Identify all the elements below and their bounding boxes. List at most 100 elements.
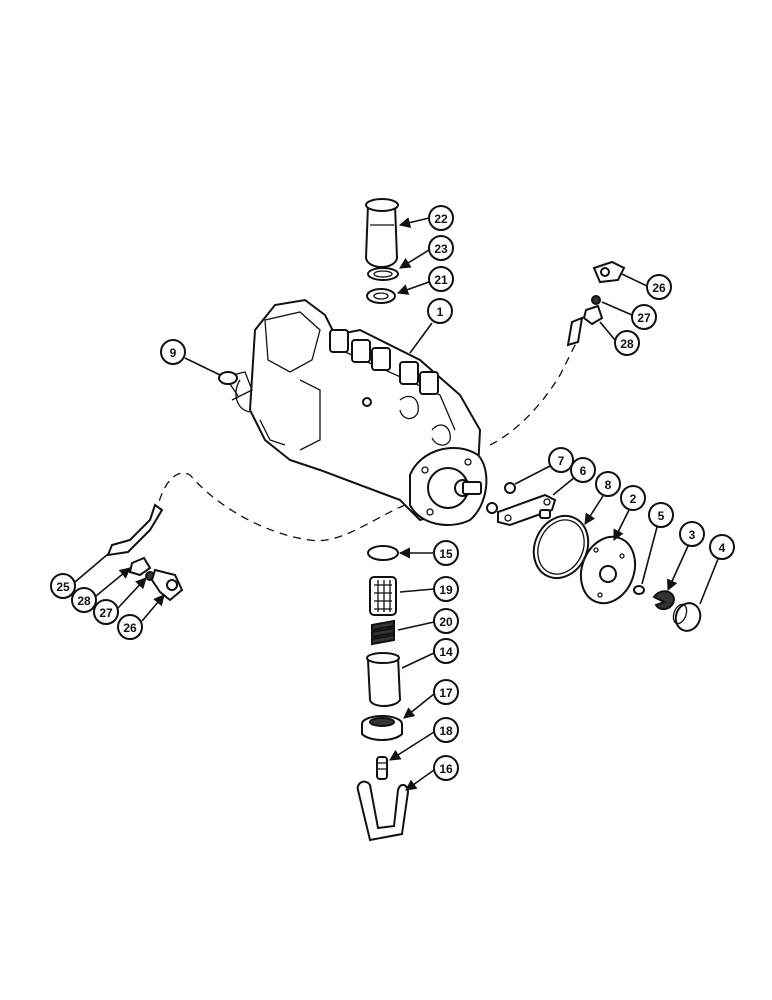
callout-26-a20: 26 <box>646 274 672 300</box>
leader-line-27-a21 <box>601 301 633 316</box>
washer-part-21 <box>366 288 396 304</box>
callout-circle <box>646 274 672 300</box>
leader-line-7-a6 <box>514 465 551 485</box>
callout-label: 4 <box>719 541 726 555</box>
callout-circle <box>428 235 454 261</box>
seal-ring-part-23 <box>367 267 399 281</box>
callout-circle <box>631 304 657 330</box>
callout-26-b3: 26 <box>117 614 143 640</box>
nut-part-7 <box>504 482 516 494</box>
filter-screen-part-19 <box>369 576 397 616</box>
callout-7-a6: 7 <box>548 447 574 473</box>
pump-flange <box>409 446 488 526</box>
callout-label: 27 <box>99 606 113 620</box>
callout-circle <box>117 614 143 640</box>
callout-label: 3 <box>689 528 696 542</box>
callout-8-a7: 8 <box>595 471 621 497</box>
callout-4-a3: 4 <box>709 534 735 560</box>
callout-circle <box>428 266 454 292</box>
leader-line-1-a0 <box>409 322 433 354</box>
callout-circle <box>679 521 705 547</box>
callout-circle <box>620 485 646 511</box>
leader-line-26-b3 <box>141 594 165 622</box>
pin-part-18 <box>376 756 388 780</box>
leader-line-14-a9 <box>401 652 435 669</box>
callout-label: 6 <box>580 464 587 478</box>
cover-plate-part-2 <box>579 535 637 605</box>
leader-line-28-b1 <box>95 567 131 597</box>
callout-circle <box>433 608 459 634</box>
callout-circle <box>160 339 186 365</box>
callout-label: 27 <box>637 311 651 325</box>
leader-line-8-a7 <box>584 495 604 525</box>
callout-circle <box>570 457 596 483</box>
callout-circle <box>433 755 459 781</box>
callout-25-b0: 25 <box>50 573 76 599</box>
callout-circle <box>433 540 459 566</box>
callout-bubbles: 1234567891415161718192021222326272825282… <box>50 205 735 781</box>
leader-line-21-a16 <box>396 281 430 295</box>
callout-label: 9 <box>170 346 177 360</box>
leader-line-25-b0 <box>74 553 109 583</box>
callout-label: 28 <box>77 594 91 608</box>
callout-16-a11: 16 <box>433 755 459 781</box>
callout-27-b2: 27 <box>93 599 119 625</box>
callout-label: 8 <box>605 478 612 492</box>
leader-line-19-a14 <box>399 588 435 593</box>
cap-part-4 <box>672 602 702 632</box>
callout-circle <box>433 717 459 743</box>
callout-9-a8: 9 <box>160 339 186 365</box>
callout-5-a4: 5 <box>648 502 674 528</box>
leader-line-26-a20 <box>621 273 648 287</box>
leader-line-9-a8 <box>184 357 221 376</box>
callout-circle <box>50 573 76 599</box>
leader-line-4-a3 <box>699 558 719 605</box>
callout-label: 1 <box>437 305 444 319</box>
callout-label: 26 <box>123 621 137 635</box>
callout-20-a15: 20 <box>433 608 459 634</box>
callout-label: 25 <box>56 580 70 594</box>
callout-label: 17 <box>439 686 453 700</box>
callout-circle <box>93 599 119 625</box>
filter-cap-part-22 <box>364 198 399 268</box>
leader-line-3-a2 <box>667 545 689 592</box>
callout-14-a9: 14 <box>433 638 459 664</box>
callout-label: 22 <box>434 212 448 226</box>
leader-line-16-a11 <box>405 769 435 791</box>
leader-line-23-a18 <box>399 249 430 269</box>
callout-23-a18: 23 <box>428 235 454 261</box>
leader-line-27-b2 <box>117 577 147 609</box>
callout-circle <box>614 330 640 356</box>
callout-label: 7 <box>558 454 565 468</box>
leader-line-2-a1 <box>613 509 630 542</box>
small-ring-part-5 <box>633 585 645 595</box>
nut-top-part-28 <box>566 304 604 347</box>
leader-line-22-a17 <box>398 217 430 229</box>
seal-top-part-27 <box>591 295 601 305</box>
leader-line-17-a12 <box>403 693 435 719</box>
callout-label: 28 <box>620 337 634 351</box>
callout-circle <box>427 298 453 324</box>
callout-28-a22: 28 <box>614 330 640 356</box>
fuel-line-left-dashed <box>157 472 406 542</box>
fuel-pipe-part-25 <box>106 503 164 557</box>
callout-6-a5: 6 <box>570 457 596 483</box>
leader-line-20-a15 <box>397 621 435 631</box>
callout-label: 16 <box>439 762 453 776</box>
leader-lines <box>74 217 719 791</box>
callout-21-a16: 21 <box>428 266 454 292</box>
callout-label: 15 <box>439 547 453 561</box>
fuel-line-right-dashed <box>489 339 579 446</box>
callout-circle <box>433 638 459 664</box>
gasket-part-15 <box>367 545 399 561</box>
callout-label: 18 <box>439 724 453 738</box>
bail-clamp-part-16 <box>356 780 410 842</box>
callout-circle <box>595 471 621 497</box>
callout-19-a14: 19 <box>433 576 459 602</box>
leader-line-18-a13 <box>389 731 435 761</box>
banjo-fitting-lower-part-26 <box>150 568 184 602</box>
filter-bowl-part-14 <box>366 652 402 707</box>
callout-3-a2: 3 <box>679 521 705 547</box>
